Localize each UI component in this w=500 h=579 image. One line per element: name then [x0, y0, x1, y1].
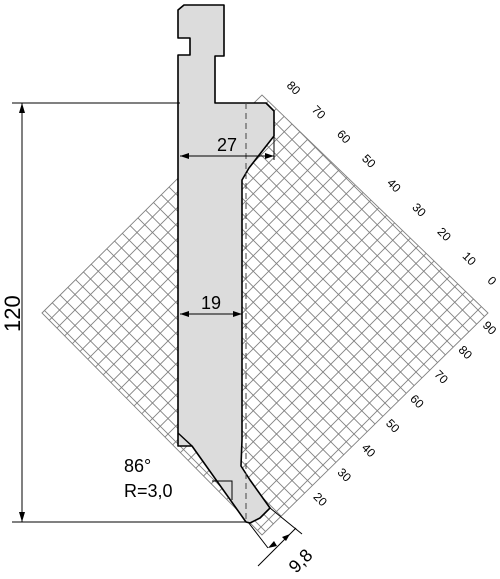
grid-line [42, 95, 91, 535]
grid-line [42, 95, 102, 535]
grid-line [338, 95, 488, 535]
grid-line [276, 95, 488, 535]
scale-upper-label-6: 20 [434, 225, 454, 245]
scale-upper-label-7: 10 [460, 249, 480, 269]
grid-line [327, 95, 488, 535]
grid-line [42, 95, 56, 535]
grid-line [0, 0, 9, 579]
scale-lower-label-4: 50 [383, 416, 403, 436]
scale-upper-label-8: 0 [485, 273, 500, 288]
scale-lower-label-2: 70 [431, 367, 451, 387]
scale-upper-label-2: 60 [334, 127, 354, 147]
grid-line [451, 95, 488, 535]
body-width-label: 19 [201, 293, 221, 313]
scale-lower-label-0: 90 [480, 318, 500, 338]
grid-line [42, 95, 76, 535]
tip-angle-label: 86° [124, 456, 151, 476]
grid-line [369, 95, 488, 535]
height-label: 120 [0, 295, 25, 332]
grid-line [0, 0, 24, 579]
tip-radius-label: R=3,0 [124, 481, 173, 501]
grid-line [187, 95, 488, 535]
grid-line [446, 95, 488, 535]
scale-lower-label-7: 20 [310, 490, 330, 510]
grid-line [494, 0, 500, 579]
grid-line [400, 95, 488, 535]
scale-upper-label-4: 40 [384, 176, 404, 196]
grid-line [307, 95, 488, 535]
grid-line [42, 95, 397, 535]
grid-line [435, 95, 488, 535]
body-width-dimension [180, 311, 242, 317]
tip-offset-dimension [247, 507, 303, 567]
scale-upper-label-5: 30 [409, 200, 429, 220]
radius-leader [212, 480, 233, 500]
grid-line [234, 95, 488, 535]
grid-line [172, 95, 488, 535]
grid-line [420, 95, 488, 535]
grid-line [42, 95, 122, 535]
grid-line [0, 0, 13, 579]
grid-line [296, 95, 488, 535]
grid-line [42, 95, 60, 535]
grid-line [482, 95, 488, 535]
tool-profile [177, 4, 275, 524]
grid-line [42, 95, 87, 535]
grid-line [477, 95, 488, 535]
scale-lower-label-6: 30 [335, 465, 355, 485]
grid-line [0, 0, 29, 579]
grid-line [42, 95, 107, 535]
scale-upper-label-1: 70 [309, 103, 329, 123]
scale-lower-label-3: 60 [407, 392, 427, 412]
scale-lower-label-5: 40 [359, 441, 379, 461]
grid-line [466, 95, 488, 535]
scale-lower-label-1: 80 [456, 343, 476, 363]
top-width-label: 27 [217, 135, 237, 155]
grid-line [0, 0, 40, 579]
grid-line [462, 95, 488, 535]
grid-line [42, 95, 118, 535]
scale-upper-label-3: 50 [359, 151, 379, 171]
tip-offset-label: 9,8 [285, 545, 317, 577]
height-dimension [12, 102, 246, 523]
grid-line [42, 95, 381, 535]
grid-line [245, 95, 488, 535]
scale-upper-label-0: 80 [284, 78, 304, 98]
grid-line [42, 95, 71, 535]
top-width-dimension [180, 136, 275, 160]
shoulder-edge [177, 432, 193, 447]
